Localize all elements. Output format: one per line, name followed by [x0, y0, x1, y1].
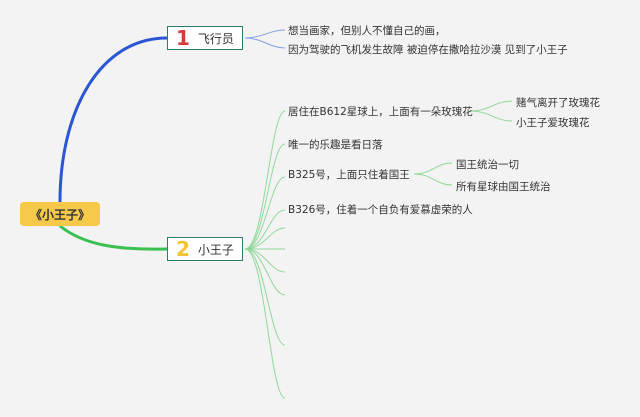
branch-node-little-prince[interactable]: 2 小王子	[167, 237, 243, 261]
b2-leaf-connector	[244, 248, 286, 346]
b2-leaf-connector	[244, 227, 286, 250]
subleaf-topic[interactable]: 小王子爱玫瑰花	[516, 117, 590, 129]
branch-node-pilot[interactable]: 1 飞行员	[167, 26, 243, 50]
subleaf-topic[interactable]: 所有星球由国王统治	[456, 181, 551, 193]
b1-leaf-connector	[244, 37, 286, 49]
branch1-connector	[58, 36, 168, 203]
b2-leaf-connector	[244, 176, 286, 250]
leaf-topic[interactable]: B326号，住着一个自负有爱慕虚荣的人	[288, 204, 473, 216]
leaf-topic[interactable]: 唯一的乐趣是看日落	[288, 139, 383, 151]
branch-number-2: 2	[176, 237, 190, 261]
leaf-topic[interactable]: B325号，上面只住着国王	[288, 169, 410, 181]
b2-leaf-connector	[244, 209, 286, 250]
branch-number-1: 1	[176, 26, 190, 50]
subleaf-connector	[469, 100, 513, 112]
subleaf-topic[interactable]: 国王统治一切	[456, 159, 519, 171]
subleaf-connector	[413, 162, 453, 175]
b2-leaf-connector	[244, 248, 286, 296]
subleaf-connector	[413, 173, 453, 186]
leaf-topic[interactable]: 想当画家，但别人不懂自己的画，	[288, 25, 446, 37]
subleaf-connector	[469, 110, 513, 122]
branch-label: 小王子	[197, 242, 234, 257]
b2-leaf-connector	[244, 248, 286, 399]
b1-leaf-connector	[244, 29, 286, 39]
branch2-connector	[59, 224, 168, 251]
branch-label: 飞行员	[197, 31, 234, 46]
b2-leaf-connector	[244, 143, 286, 250]
leaf-topic[interactable]: 因为驾驶的飞机发生故障 被迫停在撒哈拉沙漠 见到了小王子	[288, 44, 568, 56]
subleaf-topic[interactable]: 赌气离开了玫瑰花	[516, 97, 600, 109]
root-node[interactable]: 《小王子》	[20, 202, 100, 226]
root-label: 《小王子》	[29, 207, 90, 222]
leaf-topic[interactable]: 居住在B612星球上，上面有一朵玫瑰花	[288, 106, 473, 118]
b2-leaf-connector	[244, 110, 286, 250]
